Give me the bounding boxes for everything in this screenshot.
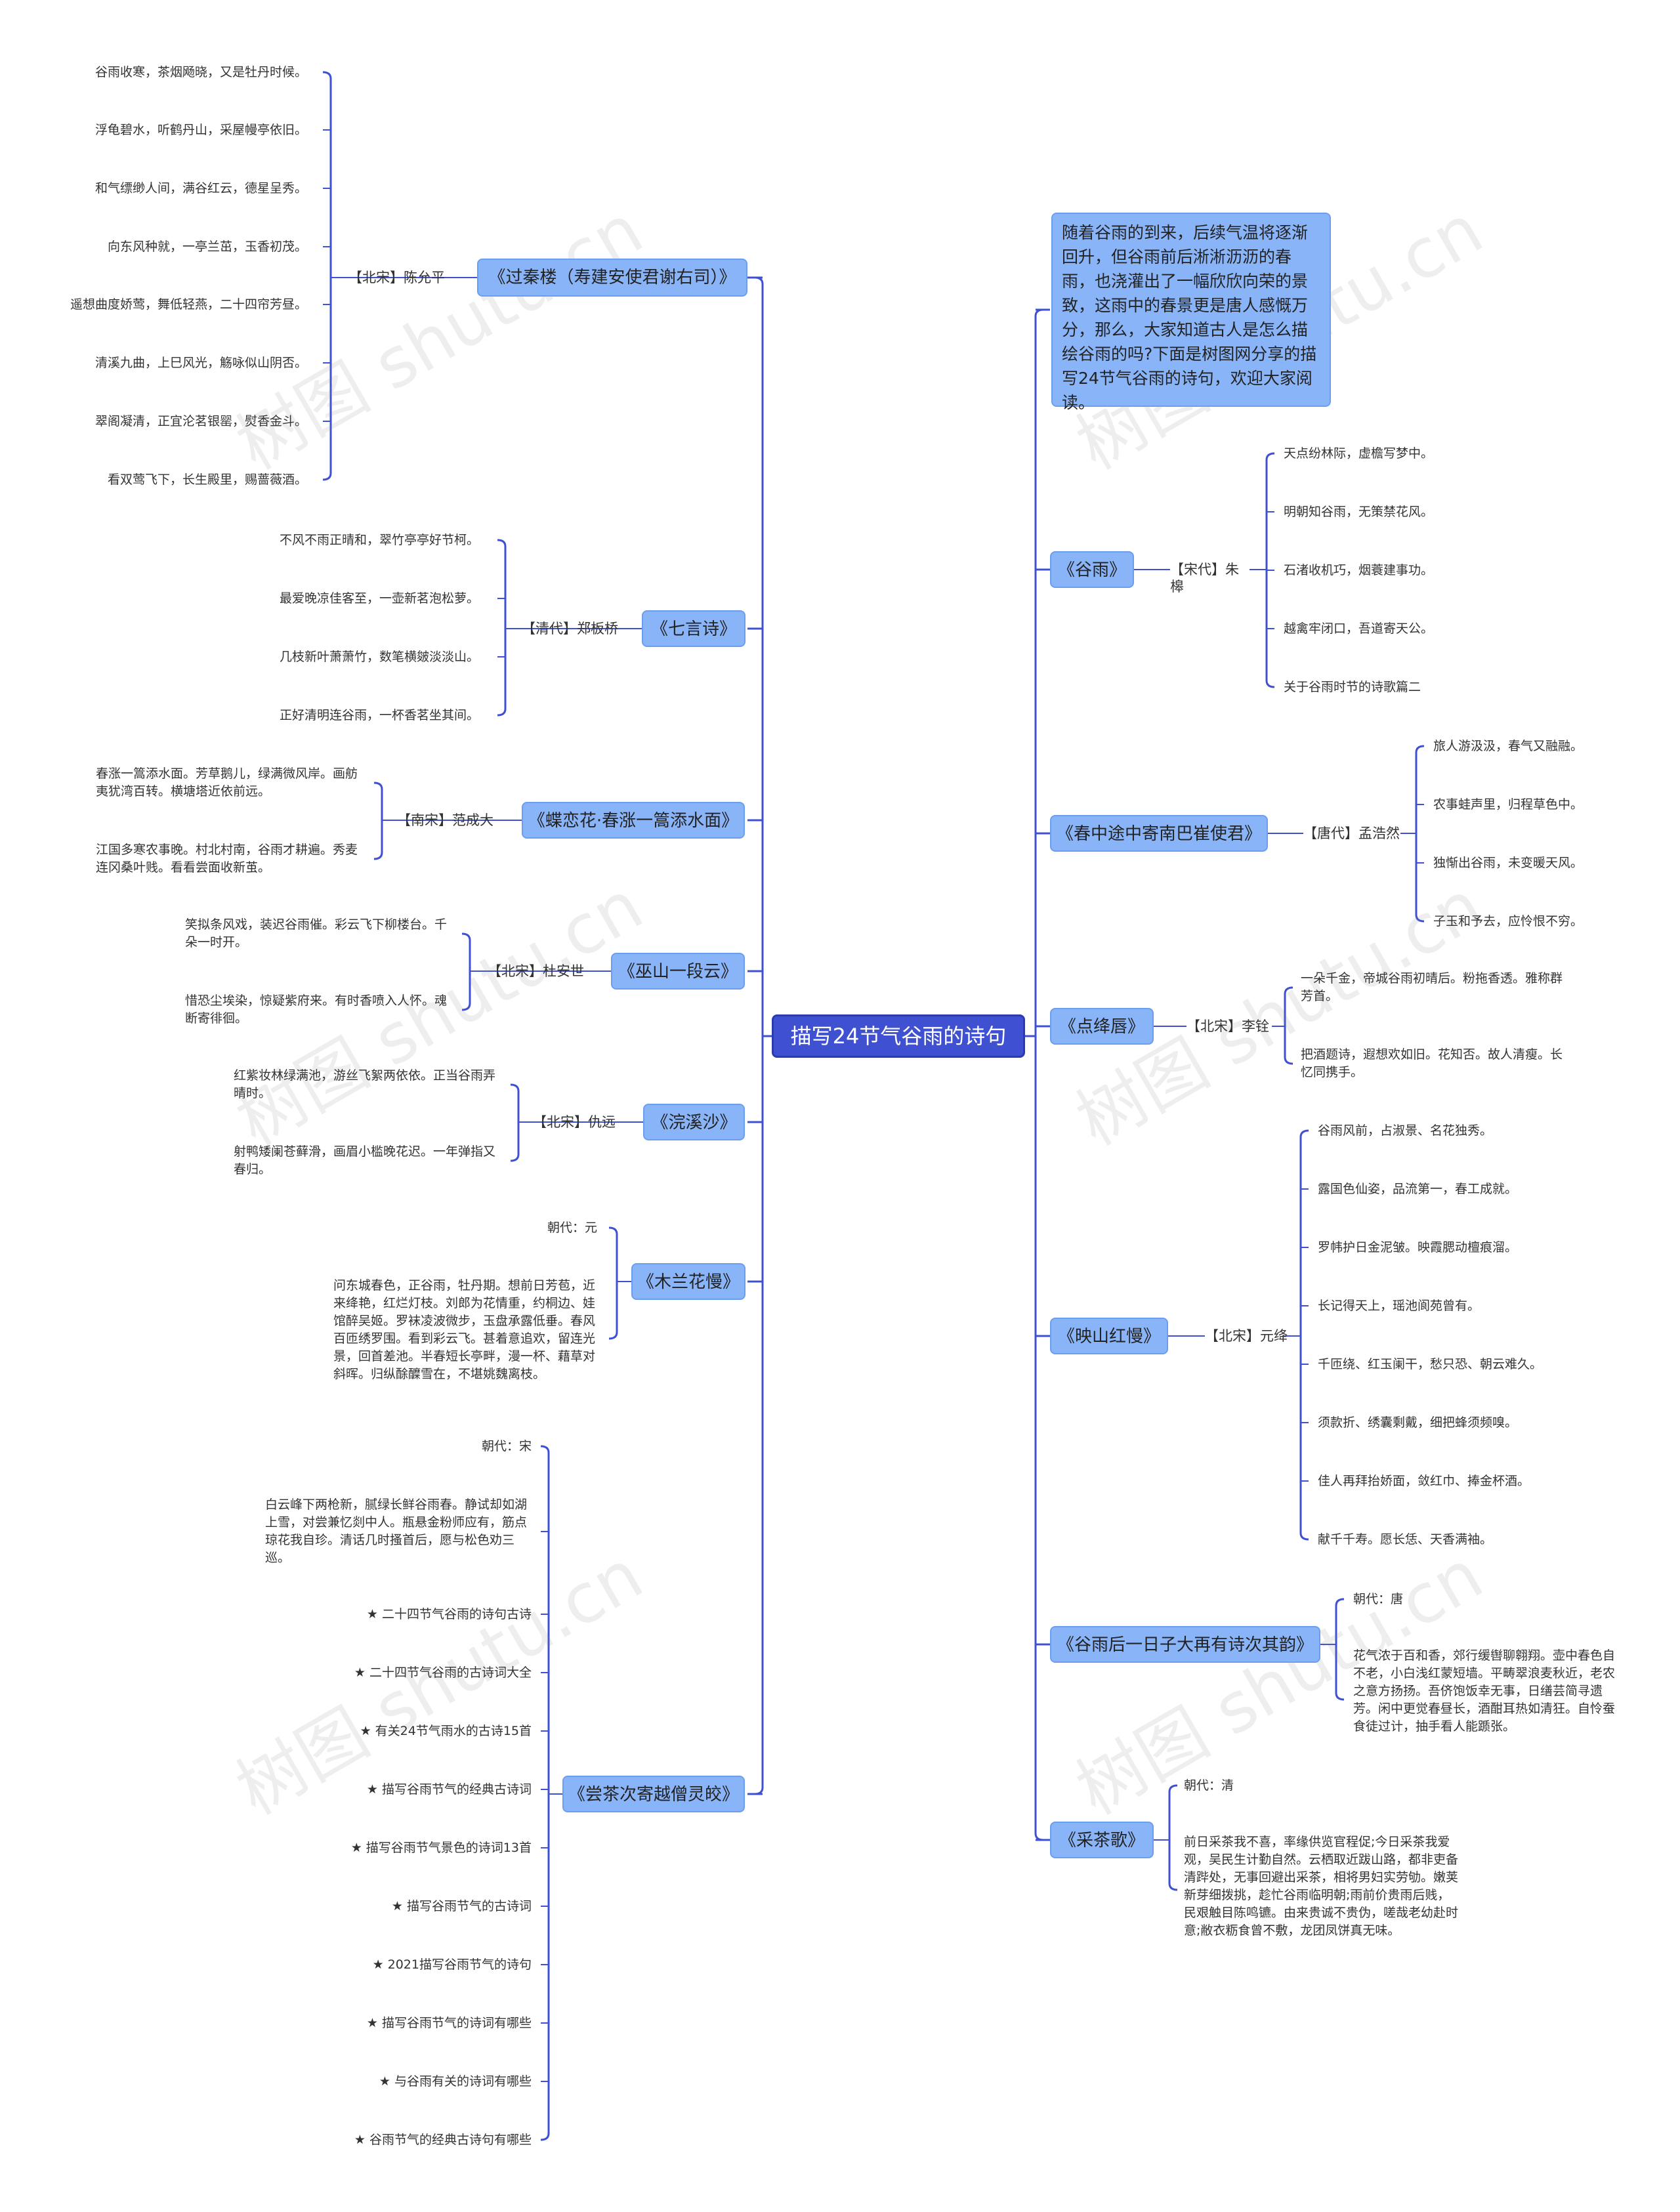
poem-title[interactable]: 《木兰花慢》: [631, 1263, 746, 1300]
poem-line: 不风不雨正晴和，翠竹亭亭好节柯。: [279, 533, 479, 547]
poem-title[interactable]: 《春中途中寄南巴崔使君》: [1050, 815, 1268, 852]
related-link[interactable]: ★ 描写谷雨节气景色的诗词13首: [350, 1841, 532, 1855]
connector-line: [754, 276, 764, 1795]
poem-line: 石渚收机巧，烟蓑建事功。: [1284, 563, 1434, 577]
connector-line: [1168, 1784, 1178, 1891]
related-link[interactable]: ★ 2021描写谷雨节气的诗句: [372, 1957, 532, 1972]
poem-line: 谷雨风前，占淑景、名花独秀。: [1318, 1123, 1493, 1138]
poem-line: 前日采茶我不喜，率缘供览官程促;今日采茶我爱观，吴民生计勤自然。云栖取近跋山路，…: [1184, 1835, 1459, 1938]
poem-line: 旅人游汲汲，春气又融融。: [1433, 739, 1584, 753]
poem-line: 把酒题诗，遐想欢如旧。花知否。故人清瘦。长忆同携手。: [1301, 1047, 1563, 1079]
poem-line: 关于谷雨时节的诗歌篇二: [1284, 680, 1421, 694]
poem-line: 江国多寒农事晚。村北村南，谷雨才耕遍。秀麦连冈桑叶贱。看看尝面收新茧。: [96, 843, 358, 875]
poem-line: 罗帏护日金泥皱。映霞腮动檀痕溜。: [1318, 1240, 1518, 1255]
related-link[interactable]: ★ 与谷雨有关的诗词有哪些: [379, 2074, 532, 2089]
poem-title[interactable]: 《巫山一段云》: [611, 953, 745, 990]
related-link[interactable]: ★ 描写谷雨节气的古诗词: [391, 1899, 532, 1913]
poem-author: 【北宋】元绛: [1205, 1328, 1288, 1344]
connector-line: [608, 1226, 618, 1340]
poem-title[interactable]: 《蝶恋花·春涨一篙添水面》: [522, 802, 745, 839]
poem-line: 一朵千金，帝城谷雨初晴后。粉拖香透。雅称群芳首。: [1301, 971, 1563, 1003]
connector-line: [540, 1445, 550, 2141]
related-link[interactable]: ★ 有关24节气雨水的古诗15首: [360, 1724, 532, 1738]
poem-author: 【北宋】杜安世: [488, 963, 584, 979]
poem-title[interactable]: 《七言诗》: [642, 610, 746, 647]
poem-line: 天点纷林际，虚檐写梦中。: [1284, 446, 1434, 461]
poem-title[interactable]: 《映山红慢》: [1050, 1318, 1168, 1354]
poem-line: 和气缥缈人间，满谷红云，德星呈秀。: [94, 181, 307, 196]
poem-line: 春涨一篙添水面。芳草鹅儿，绿满微风岸。画舫夷犹湾百转。横塘塔近依前远。: [96, 766, 358, 799]
poem-line: 红紫妆林绿满池，游丝飞絮两依依。正当谷雨弄晴时。: [234, 1068, 496, 1100]
poem-line: 笑拟条风戏，装迟谷雨催。彩云飞下柳楼台。千朵一时开。: [185, 917, 448, 949]
connector-line: [1284, 986, 1293, 1065]
poem-line: 向东风种就，一亭兰茁，玉香初茂。: [107, 240, 307, 254]
poem-line: 问东城春色，正谷雨，牡丹期。想前日芳苞，近来绛艳，红烂灯枝。刘郎为花情重，约桐边…: [333, 1278, 596, 1381]
poem-title[interactable]: 《点绛唇》: [1050, 1008, 1154, 1045]
poem-line: 朝代：元: [547, 1221, 597, 1235]
poem-line: 须款折、绣囊剩戴，细把蜂须频嗅。: [1318, 1415, 1518, 1430]
poem-author: 【北宋】仇远: [533, 1114, 616, 1130]
connector-line: [1299, 1129, 1309, 1541]
poem-line: 越禽牢闭口，吾道寄天公。: [1284, 621, 1434, 636]
poem-line: 浮龟碧水，听鹤丹山，采屋幔亭依旧。: [94, 123, 307, 137]
poem-title[interactable]: 《谷雨后一日子大再有诗次其韵》: [1050, 1626, 1320, 1663]
poem-author: 【宋代】朱槔: [1170, 562, 1239, 595]
poem-line: 白云峰下两枪新，腻绿长鲜谷雨春。静试却如湖上雪，对尝兼忆剡中人。瓶悬金粉师应有，…: [265, 1497, 528, 1565]
poem-line: 射鸭矮阑苍藓滑，画眉小槛晚花迟。一年弹指又春归。: [234, 1144, 496, 1177]
connector-line: [1335, 1598, 1345, 1701]
poem-author: 【北宋】陈允平: [348, 270, 445, 285]
poem-line: 子玉和予去，应怜恨不穷。: [1433, 914, 1584, 929]
connector-line: [461, 932, 471, 1011]
poem-line: 独惭出谷雨，未变暖天风。: [1433, 856, 1584, 870]
poem-line: 朝代：清: [1184, 1778, 1234, 1793]
intro-box[interactable]: 随着谷雨的到来，后续气温将逐渐回升，但谷雨前后淅淅沥沥的春雨，也浇灌出了一幅欣欣…: [1051, 213, 1331, 412]
poem-title[interactable]: 《尝茶次寄越僧灵皎》: [562, 1776, 745, 1812]
poem-author: 【唐代】孟浩然: [1303, 825, 1400, 841]
poem-line: 惜恐尘埃染，惊疑紫府来。有时香喷入人怀。魂断寄徘徊。: [185, 993, 448, 1026]
connector-line: [322, 71, 332, 481]
poem-line: 看双莺飞下，长生殿里，赐蔷薇酒。: [107, 472, 307, 487]
poem-line: 最爱晚凉佳客至，一壶新茗泡松萝。: [279, 591, 479, 606]
related-link[interactable]: ★ 二十四节气谷雨的古诗词大全: [354, 1665, 532, 1680]
connector-line: [510, 1083, 520, 1162]
poem-title[interactable]: 《采茶歌》: [1050, 1822, 1154, 1858]
poem-line: 露国色仙姿，品流第一，春工成就。: [1318, 1182, 1518, 1196]
poem-author: 【北宋】李铨: [1186, 1018, 1269, 1034]
connector-line: [497, 539, 507, 717]
poem-line: 遥想曲度娇莺，舞低轻燕，二十四帘芳昼。: [70, 297, 307, 312]
poem-line: 长记得天上，瑶池阆苑曾有。: [1318, 1299, 1480, 1313]
poem-line: 朝代：唐: [1353, 1592, 1404, 1606]
connector-line: [1034, 308, 1044, 1841]
connector-line: [373, 782, 383, 860]
related-link[interactable]: ★ 描写谷雨节气的经典古诗词: [366, 1782, 532, 1797]
connector-line: [1415, 745, 1425, 923]
poem-line: 谷雨收寒，茶烟飏晓，又是牡丹时候。: [94, 65, 307, 79]
poem-author: 【南宋】范成大: [397, 812, 494, 828]
poem-line: 农事蛙声里，归程草色中。: [1433, 797, 1584, 812]
poem-line: 朝代：宋: [481, 1439, 532, 1453]
poem-line: 花气浓于百和香，郊行缓辔聊翱翔。壶中春色自不老，小白浅红蒙短墙。平畴翠浪麦秋近，…: [1353, 1648, 1616, 1734]
poem-line: 几枝新叶萧萧竹，数笔横皴淡淡山。: [279, 650, 479, 664]
poem-line: 佳人再拜抬娇面，敛红巾、捧金杯酒。: [1318, 1474, 1530, 1488]
poem-line: 明朝知谷雨，无策禁花风。: [1284, 505, 1434, 519]
poem-author: 【清代】郑板桥: [522, 621, 618, 636]
related-link[interactable]: ★ 描写谷雨节气的诗词有哪些: [366, 2016, 532, 2030]
poem-title[interactable]: 《浣溪沙》: [643, 1104, 745, 1140]
poem-title[interactable]: 《过秦楼（寿建安使君谢右司）》: [477, 259, 747, 297]
root-topic[interactable]: 描写24节气谷雨的诗句: [772, 1014, 1025, 1058]
related-link[interactable]: ★ 二十四节气谷雨的诗句古诗: [366, 1607, 532, 1621]
poem-title[interactable]: 《谷雨》: [1050, 551, 1134, 588]
poem-line: 千匝绕、红玉阑干，愁只恐、朝云难久。: [1318, 1357, 1543, 1371]
poem-line: 献千千寿。愿长恁、天香满袖。: [1318, 1532, 1493, 1547]
poem-line: 正好清明连谷雨，一杯香茗坐其间。: [279, 708, 479, 722]
related-link[interactable]: ★ 谷雨节气的经典古诗句有哪些: [354, 2133, 532, 2147]
poem-line: 清溪九曲，上巳风光，觞咏似山阴否。: [94, 356, 307, 370]
poem-line: 翠阁凝清，正宜沦茗银罂，熨香金斗。: [94, 414, 307, 428]
